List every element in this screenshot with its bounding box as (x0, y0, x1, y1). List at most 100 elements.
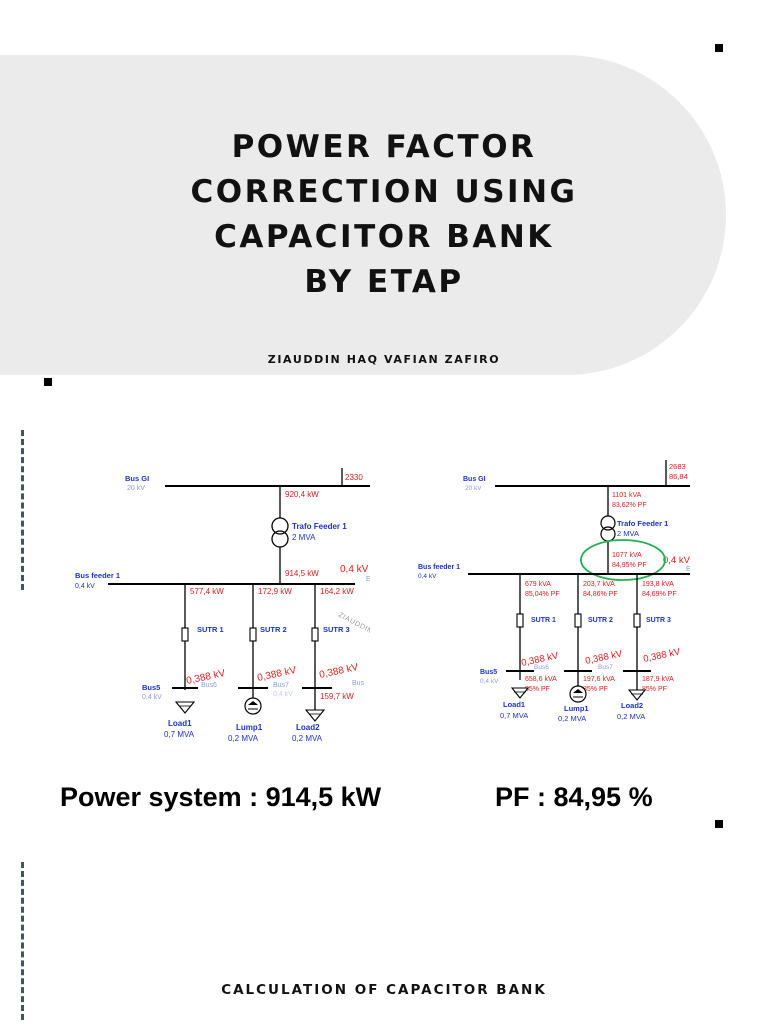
bus7-label: Bus7 (598, 664, 613, 671)
lump-1-motor-arrow (573, 689, 583, 693)
sutr-3-cable-icon (311, 627, 319, 642)
corner-square-bottom-right (715, 820, 723, 828)
grid-flow: 2683 (669, 462, 686, 471)
load-3-voltage: 0,388 kV (318, 662, 359, 681)
sutr-1-label: SUTR 1 (197, 625, 224, 634)
feeder-bus-cut-label: E (686, 566, 690, 573)
single-line-diagram-svg: Bus GI 20 kV 2330 920,4 kW Trafo Feeder … (75, 468, 370, 743)
bus-feeder-voltage: 0,4 kV (75, 583, 95, 590)
bus-feeder-voltage: 0,4 kV (418, 573, 437, 580)
load-2-rating: 0,2 MVA (617, 712, 645, 721)
bus5-voltage: 0,4 kV (480, 678, 499, 685)
sutr-1-cable-icon (516, 613, 524, 628)
dashed-margin-line-upper (21, 430, 24, 590)
power-factor-summary: PF : 84,95 % (495, 782, 653, 812)
load-2-icon (304, 709, 326, 722)
load-1-label: Load1 (168, 719, 192, 728)
load-1-icon (510, 687, 530, 699)
load-2-label: Load2 (296, 723, 320, 732)
trafo-name: Trafo Feeder 1 (292, 522, 347, 531)
feeder-pf: 84,95% PF (612, 562, 647, 569)
branch-1-pf: 85,04% PF (525, 591, 560, 598)
sutr-2-label: SUTR 2 (588, 617, 613, 624)
title-banner (0, 55, 726, 375)
load-2-label: Load2 (621, 701, 643, 710)
lump-1-motor-arrow (248, 701, 258, 705)
etap-diagram-before: Bus GI 20 kV 2330 920,4 kW Trafo Feeder … (70, 430, 370, 750)
bus5-voltage: 0,4 kV (142, 694, 162, 701)
load-3-voltage: 0,388 kV (642, 646, 682, 665)
document-title: POWER FACTOR CORRECTION USING CAPACITOR … (0, 125, 768, 305)
branch-1-flow: 679 kVA (525, 581, 551, 588)
trafo-winding-hv-icon (600, 515, 616, 531)
single-line-diagram-pf-svg: Bus GI 20 kV 2683 86,84 1101 kVA 83,62% … (418, 460, 690, 723)
lump-1-rating: 0,2 MVA (558, 714, 586, 723)
sutr-2-cable-icon (249, 627, 257, 642)
bus-gi-voltage: 20 kV (127, 485, 145, 492)
feeder-voltage: 0,4 kV (340, 564, 369, 575)
author-name: ZIAUDDIN HAQ VAFIAN ZAFIRO (267, 353, 501, 366)
sutr-3-cable-icon (633, 613, 641, 628)
title-line-3: CAPACITOR BANK (214, 219, 554, 255)
bus7-voltage: 0,4 kV (273, 691, 293, 698)
sutr-3-label: SUTR 3 (646, 617, 671, 624)
trafo-name: Trafo Feeder 1 (617, 519, 668, 528)
branch-1-flow: 577,4 kW (190, 587, 224, 596)
sutr-1-cable-icon (181, 627, 189, 642)
trafo-rating: 2 MVA (617, 529, 639, 538)
bus5-label: Bus5 (142, 683, 160, 692)
grid-pf: 86,84 (669, 472, 688, 481)
lump-1-motor-icon (569, 685, 587, 703)
sutr-3-label: SUTR 3 (323, 625, 350, 634)
feeder-bus-cut-label: E (366, 576, 370, 583)
branch-2-flow: 172,9 kW (258, 587, 292, 596)
lump-1-label: Lump1 (236, 723, 263, 732)
feeder-flow: 1077 kVA (612, 552, 642, 559)
branch-3-flow: 164,2 kW (320, 587, 354, 596)
sutr-1-label: SUTR 1 (531, 617, 556, 624)
lump-1-rating: 0,2 MVA (228, 734, 259, 743)
branch-3-flow: 193,8 kVA (642, 581, 674, 588)
bus5-label: Bus5 (480, 669, 497, 676)
trafo-flow: 920,4 kW (285, 490, 319, 499)
load-1-rating: 0,7 MVA (500, 711, 528, 720)
dashed-margin-line-lower (21, 862, 24, 1020)
title-line-1: POWER FACTOR (231, 129, 537, 165)
branch-3-pf: 84,69% PF (642, 591, 677, 598)
feeder-flow: 914,5 kW (285, 569, 319, 578)
load-2-flow: 197,6 kVA (583, 676, 615, 683)
section-footer-heading: CALCULATION OF CAPACITOR BANK (221, 982, 547, 998)
bus-feeder-label: Bus feeder 1 (75, 571, 120, 580)
load-3-flow: 187,9 kVA (642, 676, 674, 683)
bus-gi-label: Bus GI (125, 474, 149, 483)
title-line-4: BY ETAP (304, 264, 464, 300)
highlight-circle (580, 539, 666, 581)
load-2-flow: 159,7 kW (320, 692, 354, 701)
trafo-winding-lv-icon (600, 526, 616, 542)
corner-square-top-right (715, 44, 723, 52)
sutr-2-cable-icon (574, 613, 582, 628)
corner-square-left (44, 378, 52, 386)
load-1-icon (174, 701, 196, 714)
load-2-rating: 0,2 MVA (292, 734, 323, 743)
trafo-pf: 83,62% PF (612, 502, 647, 509)
grid-flow: 2330 (345, 473, 363, 482)
lump-1-label: Lump1 (564, 704, 589, 713)
load-1-flow: 658,6 kVA (525, 676, 557, 683)
power-system-summary: Power system : 914,5 kW (60, 782, 382, 812)
bus-load2-label: Bus (352, 680, 365, 687)
etap-diagram-after: Bus GI 20 kV 2683 86,84 1101 kVA 83,62% … (410, 440, 690, 740)
load-1-rating: 0,7 MVA (164, 730, 195, 739)
trafo-flow: 1101 kVA (612, 492, 642, 499)
bus6-label: Bus6 (534, 664, 549, 671)
bus-gi-label: Bus GI (463, 476, 486, 483)
load-2-icon (627, 689, 647, 701)
load-1-pf: 85% PF (525, 686, 550, 693)
trafo-winding-hv-icon (271, 517, 289, 535)
bus-feeder-label: Bus feeder 1 (418, 564, 460, 571)
sutr-2-label: SUTR 2 (260, 625, 287, 634)
lump-1-motor-icon (244, 697, 262, 715)
branch-2-pf: 84,86% PF (583, 591, 618, 598)
load-2-pf: 85% PF (583, 686, 608, 693)
branch-2-flow: 203,7 kVA (583, 581, 615, 588)
